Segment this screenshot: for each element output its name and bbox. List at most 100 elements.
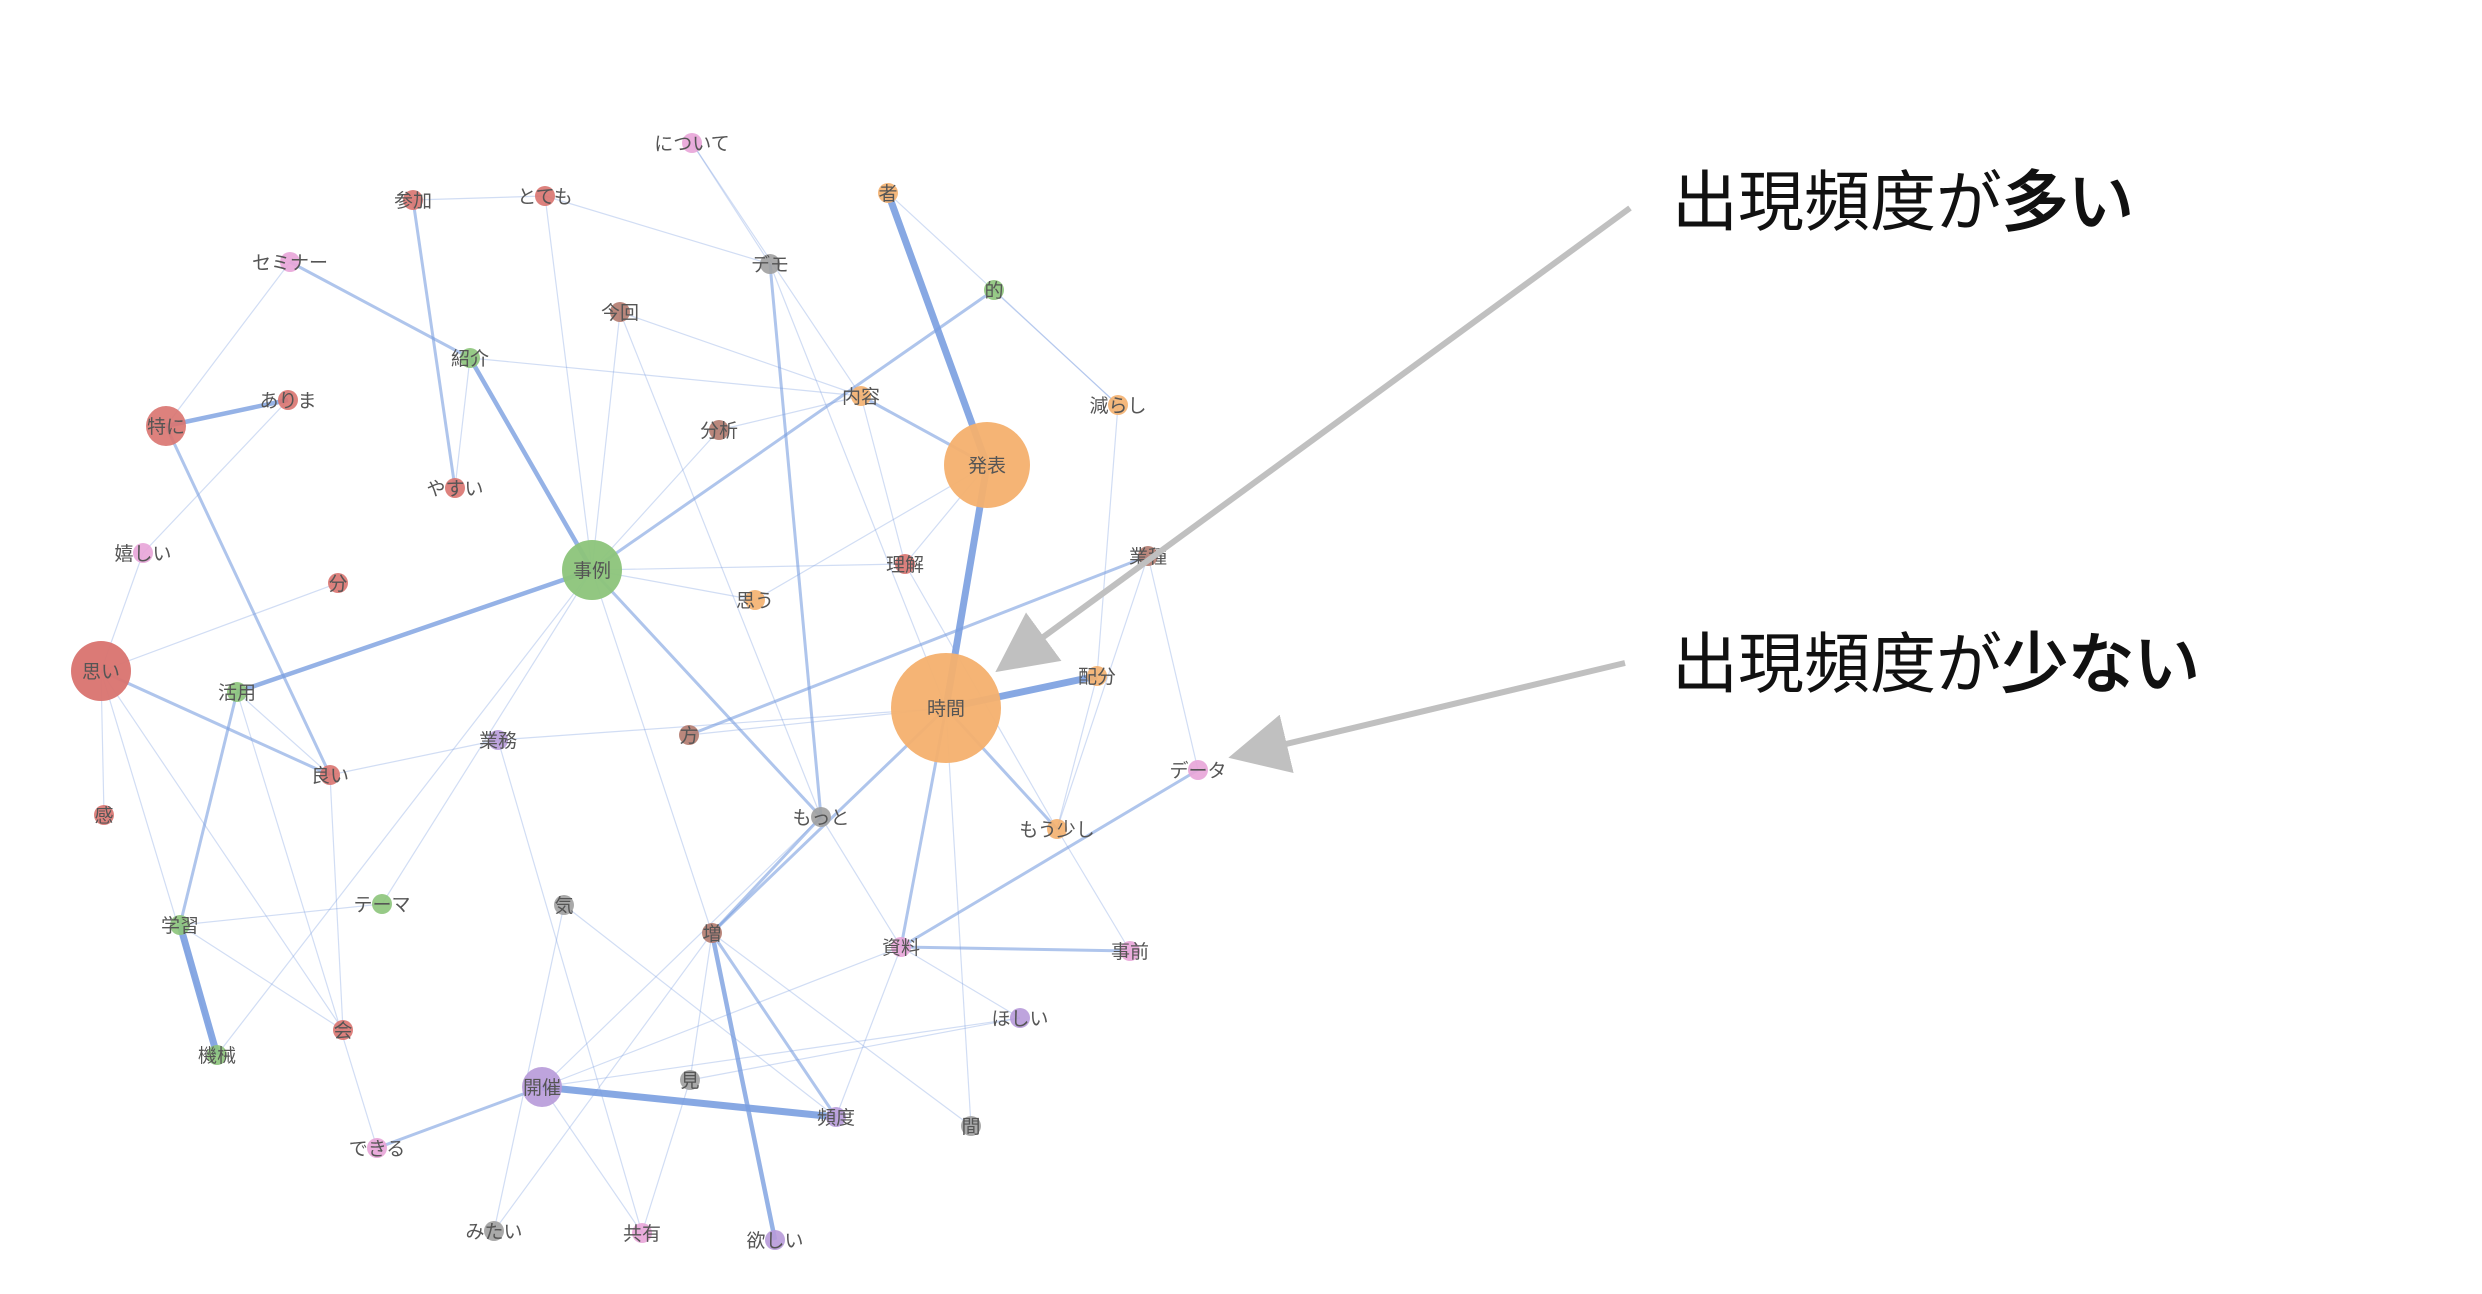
node-naiyou[interactable]: 内容 xyxy=(842,386,880,408)
node-hindo[interactable]: 頻度 xyxy=(817,1107,855,1129)
node-data[interactable]: データ xyxy=(1169,760,1227,782)
node-label-omoi: 思い xyxy=(82,661,120,683)
node-circle-gyoumu xyxy=(488,730,508,750)
edge-gyoumu-jikan xyxy=(497,707,947,741)
node-yoi[interactable]: 良い xyxy=(311,765,349,787)
node-kikai[interactable]: 機械 xyxy=(198,1045,236,1067)
node-label-naiyou: 内容 xyxy=(842,386,880,408)
node-circle-jirei xyxy=(562,540,622,600)
node-label-shokai: 紹介 xyxy=(451,348,489,370)
edge-tokuni-yoi xyxy=(164,425,332,776)
node-label-kikai: 機械 xyxy=(198,1045,236,1067)
edge-omou-happyou xyxy=(754,464,988,601)
node-seminar[interactable]: セミナー xyxy=(252,252,328,274)
node-kaisai[interactable]: 開催 xyxy=(522,1067,562,1107)
node-bun[interactable]: 分 xyxy=(328,573,348,595)
edge-omoi-yoi xyxy=(100,669,331,777)
node-arima[interactable]: ありま xyxy=(259,390,317,412)
node-label-arima: ありま xyxy=(259,390,316,412)
node-happyou[interactable]: 発表 xyxy=(944,422,1030,508)
node-kyouyuu[interactable]: 共有 xyxy=(623,1223,661,1245)
edge-konkai-jirei xyxy=(591,311,621,571)
node-label-jirei: 事例 xyxy=(573,560,611,582)
edge-gakushu-kai xyxy=(179,924,344,1031)
node-label-happyou: 発表 xyxy=(968,455,1006,477)
node-tokuni[interactable]: 特に xyxy=(146,406,186,446)
node-circle-teki xyxy=(984,280,1004,300)
node-gakushu[interactable]: 学習 xyxy=(161,915,199,937)
node-jizen[interactable]: 事前 xyxy=(1111,941,1149,963)
node-yasui[interactable]: やすい xyxy=(426,478,484,500)
node-circle-kikai xyxy=(207,1045,227,1065)
node-circle-omou xyxy=(745,590,765,610)
node-mi[interactable]: 見 xyxy=(680,1070,700,1092)
node-label-mousukoshi: もう少し xyxy=(1019,819,1094,841)
node-label-omou: 思う xyxy=(736,590,774,612)
node-katsuyou[interactable]: 活用 xyxy=(218,682,256,704)
edge-mousukoshi-jizen xyxy=(1056,828,1131,952)
node-label-kaisai: 開催 xyxy=(523,1077,561,1099)
node-jikan[interactable]: 時間 xyxy=(891,653,1001,763)
node-zou[interactable]: 増 xyxy=(702,923,722,945)
node-label-sanka: 参加 xyxy=(394,190,432,212)
node-label-aida: 間 xyxy=(961,1116,980,1138)
node-gyoumu[interactable]: 業務 xyxy=(479,730,517,752)
edge-hoshii-mi xyxy=(689,1017,1021,1081)
edge-kikai-omoi xyxy=(100,670,218,1056)
annotation-many-prefix: 出現頻度が xyxy=(1672,164,2002,241)
node-omoi[interactable]: 思い xyxy=(71,641,131,701)
annotation-many: 出現頻度が多い xyxy=(1672,164,2134,241)
node-kata[interactable]: 方 xyxy=(679,725,699,747)
edge-motto-kaisai xyxy=(541,816,822,1088)
edge-ki-mitai xyxy=(493,904,565,1232)
node-label-haibun: 配分 xyxy=(1078,666,1116,688)
node-sha[interactable]: 者 xyxy=(878,183,898,205)
node-omou[interactable]: 思う xyxy=(736,590,774,612)
edge-hoshii-kaisai xyxy=(541,1017,1021,1088)
node-shiryou[interactable]: 資料 xyxy=(882,937,920,959)
annotation-arrow-few xyxy=(1228,660,1626,774)
node-motto[interactable]: もっと xyxy=(792,807,850,829)
edge-tokuni-arima xyxy=(165,397,289,429)
node-ureshii[interactable]: 嬉しい xyxy=(114,543,172,565)
edge-yoi-katsuyou xyxy=(236,691,331,776)
node-totemo[interactable]: とても xyxy=(517,186,573,208)
node-circle-yasui xyxy=(445,478,465,498)
node-hoshii[interactable]: ほしい xyxy=(991,1008,1049,1030)
node-label-gyoumu: 業務 xyxy=(479,730,517,752)
node-kai[interactable]: 会 xyxy=(333,1020,353,1042)
node-label-ki: 気 xyxy=(554,895,573,917)
node-demo[interactable]: デモ xyxy=(751,254,789,276)
node-mitai[interactable]: みたい xyxy=(465,1221,523,1243)
node-bunseki[interactable]: 分析 xyxy=(700,420,738,442)
node-circle-kaisai xyxy=(522,1067,562,1107)
node-konkai[interactable]: 今回 xyxy=(601,302,639,324)
edge-seminar-tokuni xyxy=(165,261,291,427)
node-label-herashi: 減らし xyxy=(1089,395,1146,417)
edges-layer xyxy=(100,142,1199,1241)
node-hoshii2[interactable]: 欲しい xyxy=(746,1230,804,1252)
node-label-mi: 見 xyxy=(680,1070,699,1092)
node-label-kyouyuu: 共有 xyxy=(623,1223,661,1245)
node-label-shiryou: 資料 xyxy=(882,937,920,959)
node-ni-tsuite[interactable]: について xyxy=(654,133,730,155)
node-mousukoshi[interactable]: もう少し xyxy=(1019,819,1095,841)
node-ki[interactable]: 気 xyxy=(554,895,574,917)
node-jirei[interactable]: 事例 xyxy=(562,540,622,600)
node-circle-katsuyou xyxy=(227,682,247,702)
node-circle-jizen xyxy=(1120,941,1140,961)
node-shokai[interactable]: 紹介 xyxy=(451,348,489,370)
node-kan[interactable]: 感 xyxy=(94,805,114,827)
node-haibun[interactable]: 配分 xyxy=(1078,666,1116,688)
node-rikai[interactable]: 理解 xyxy=(886,554,924,576)
node-dekiru[interactable]: できる xyxy=(349,1138,406,1160)
edge-gakushu-kikai xyxy=(176,924,221,1056)
node-label-gakushu: 学習 xyxy=(161,915,199,937)
node-theme[interactable]: テーマ xyxy=(353,894,411,916)
node-circle-naiyou xyxy=(851,386,871,406)
node-aida[interactable]: 間 xyxy=(961,1116,981,1138)
node-teki[interactable]: 的 xyxy=(984,280,1004,302)
node-sanka[interactable]: 参加 xyxy=(394,190,432,212)
node-herashi[interactable]: 減らし xyxy=(1089,395,1147,417)
